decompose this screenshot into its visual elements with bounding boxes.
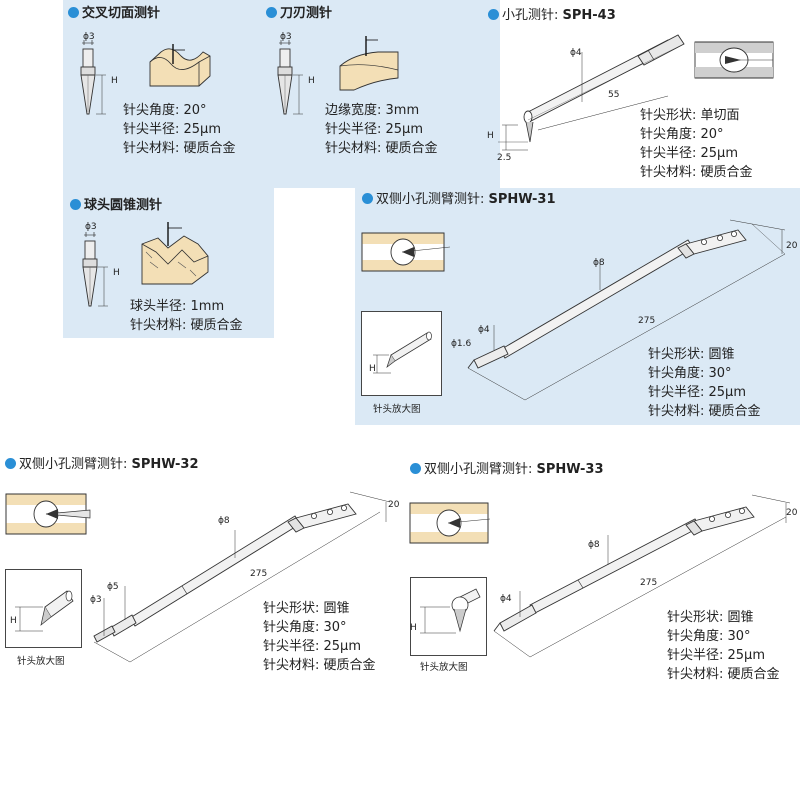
ball-cone-height: H [113,268,120,278]
blade-height: H [308,76,315,86]
sphw32-width: 20 [388,500,400,510]
ball-cone-workpiece-drawing [141,222,209,285]
sphw31-diameter-4: ϕ4 [478,325,490,335]
sphw31-width: 20 [786,241,798,251]
cross-cut-workpiece-drawing [149,44,211,87]
sph43-drawing [498,34,685,151]
sphw32-specs: 针尖形状: 圆锥 针尖角度: 30° 针尖半径: 25µm 针尖材料: 硬质合金 [263,601,376,673]
sph43-specs: 针尖形状: 单切面 针尖角度: 20° 针尖半径: 25µm 针尖材料: 硬质合… [640,108,753,180]
sphw32-zoom-height: H [10,616,17,626]
sphw33-hole-section-drawing [409,502,491,544]
ball-cone-diameter: ϕ3 [85,222,97,232]
sphw32-hole-section-drawing [5,493,91,535]
sphw31-diameter-8: ϕ8 [593,258,605,268]
sph43-hole-section-drawing [694,41,774,79]
sph43-length: 55 [608,90,620,100]
sphw32-diameter-3: ϕ3 [90,595,102,605]
sphw33-specs: 针尖形状: 圆锥 针尖角度: 30° 针尖半径: 25µm 针尖材料: 硬质合金 [667,610,780,682]
cross-cut-height: H [111,76,118,86]
sphw33-zoom-caption: 针头放大图 [420,662,468,673]
sphw33-tip-zoom-box [410,577,487,656]
bullet-dot-icon [70,199,81,210]
sphw32-tip-zoom-box [5,569,82,648]
sphw32-diameter-5: ϕ5 [107,582,119,592]
ball-cone-specs: 球头半径: 1mm 针尖材料: 硬质合金 [130,299,243,333]
bullet-dot-icon [362,193,373,204]
bullet-dot-icon [68,7,79,18]
sphw31-specs: 针尖形状: 圆锥 针尖角度: 30° 针尖半径: 25µm 针尖材料: 硬质合金 [648,347,761,419]
sphw32-length: 275 [250,569,268,579]
bullet-dot-icon [410,463,421,474]
sphw33-zoom-height: H [410,623,417,633]
sphw33-drawing [493,494,791,658]
sphw31-tip-zoom-box [361,311,442,396]
cross-cut-specs: 针尖角度: 20° 针尖半径: 25µm 针尖材料: 硬质合金 [123,103,236,156]
sphw31-zoom-caption: 针头放大图 [373,404,421,415]
sphw31-zoom-height: H [369,364,376,374]
ball-cone-title: 球头圆锥测针 [70,198,162,214]
sph43-offset: 2.5 [497,153,512,163]
cross-cut-stylus-drawing [80,39,107,115]
sphw31-length: 275 [638,316,656,326]
sph43-diameter: ϕ4 [570,48,582,58]
blade-stylus-drawing [277,39,304,115]
cross-cut-title: 交叉切面测针 [68,6,160,22]
sphw31-drawing [467,219,786,401]
blade-diameter: ϕ3 [280,32,292,42]
sphw31-diameter-1-6: ϕ1.6 [451,339,472,349]
sphw31-hole-section-drawing [361,232,451,272]
sphw33-width: 20 [786,508,798,518]
sphw33-diameter-8: ϕ8 [588,540,600,550]
blade-workpiece-drawing [339,36,399,91]
ball-cone-stylus-drawing [82,231,109,307]
sph43-height: H [487,131,494,141]
sphw32-title: 双侧小孔测臂测针: SPHW-32 [5,457,199,473]
sphw32-drawing [93,491,391,663]
sphw32-diameter-8: ϕ8 [218,516,230,526]
sphw33-diameter-4: ϕ4 [500,594,512,604]
bullet-dot-icon [266,7,277,18]
sphw33-length: 275 [640,578,658,588]
blade-title: 刀刃测针 [266,6,332,22]
sph43-title: 小孔测针: SPH-43 [488,8,616,24]
cross-cut-diameter: ϕ3 [83,32,95,42]
sphw33-title: 双侧小孔测臂测针: SPHW-33 [410,462,604,478]
sphw31-title: 双侧小孔测臂测针: SPHW-31 [362,192,556,208]
blade-specs: 边缘宽度: 3mm 针尖半径: 25µm 针尖材料: 硬质合金 [325,103,438,156]
sphw32-zoom-caption: 针头放大图 [17,656,65,667]
bullet-dot-icon [5,458,16,469]
bullet-dot-icon [488,9,499,20]
